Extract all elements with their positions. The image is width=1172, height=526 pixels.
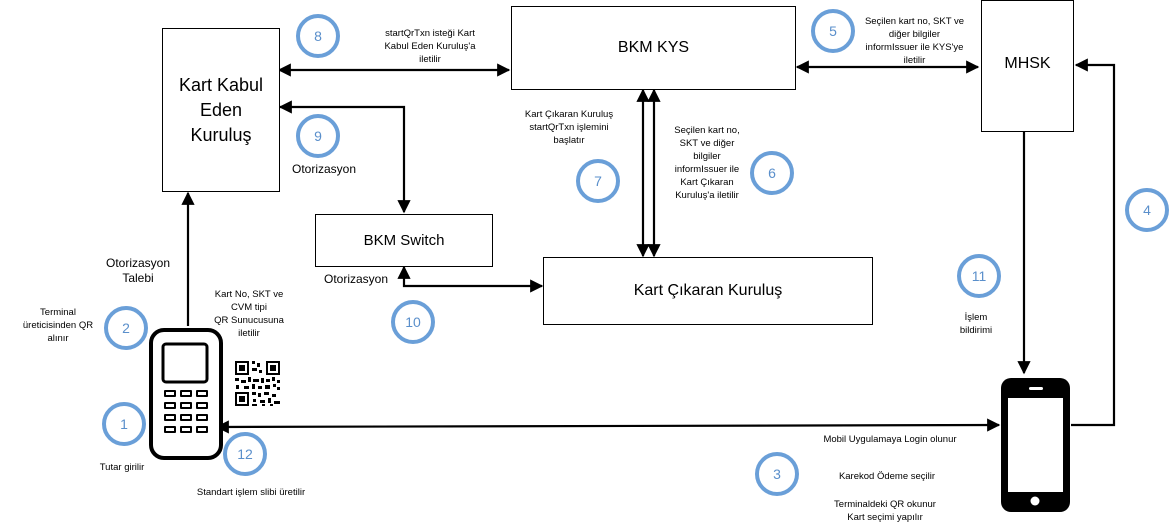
label-card-info: Kart No, SKT ve CVM tipi QR Sunucusuna i…: [214, 289, 284, 339]
label-step-3-login: Mobil Uygulamaya Login olunur: [823, 434, 957, 445]
arrow-terminal-phone: [215, 418, 1001, 434]
box-bkm-kys-label: BKM KYS: [617, 39, 690, 56]
label-step-1: Tutar girilir: [99, 462, 145, 473]
box-bkm-switch: BKM Switch: [315, 214, 493, 267]
box-mhsk-label: MHSK: [1004, 55, 1051, 72]
label-step-2: Terminal üreticisinden QR alınır: [22, 307, 94, 344]
step-badge-4: 4: [1125, 188, 1169, 232]
box-kart-kabul-label: Kart Kabul Eden Kuruluş: [178, 74, 264, 145]
box-kart-cikaran-label: Kart Çıkaran Kuruluş: [633, 282, 783, 299]
label-step-7: Kart Çıkaran Kuruluş startQrTxn işlemini…: [524, 109, 614, 146]
label-otorizasyon-talebi: Otorizasyon Talebi: [105, 256, 171, 285]
step-badge-8: 8: [296, 14, 340, 58]
step-badge-10: 10: [391, 300, 435, 344]
label-step-5: Seçilen kart no, SKT ve diğer bilgiler i…: [864, 16, 965, 66]
step-badge-1: 1: [102, 402, 146, 446]
smartphone-icon: [1001, 378, 1070, 512]
arrow-switch-kartkabul: [278, 100, 411, 214]
pos-terminal-icon: [149, 328, 223, 460]
label-step-3-karekod: Karekod Ödeme seçilir: [838, 471, 936, 482]
box-bkm-switch-label: BKM Switch: [363, 232, 445, 249]
box-kart-cikaran-kurulus: Kart Çıkaran Kuruluş: [543, 257, 873, 325]
arrow-phone-mhsk: [1071, 58, 1116, 427]
qr-code-icon: [235, 361, 280, 406]
step-badge-6: 6: [750, 151, 794, 195]
step-badge-9: 9: [296, 114, 340, 158]
label-step-11: İşlem bildirimi: [959, 312, 993, 336]
box-bkm-kys: BKM KYS: [511, 6, 796, 90]
label-step-3-qr: Terminaldeki QR okunur Kart seçimi yapıl…: [834, 499, 936, 523]
label-step-12: Standart işlem slibi üretilir: [196, 487, 306, 498]
step-badge-5: 5: [811, 9, 855, 53]
step-badge-12: 12: [223, 432, 267, 476]
label-otorizasyon-10: Otorizasyon: [323, 272, 389, 286]
step-badge-2: 2: [104, 306, 148, 350]
label-step-6: Seçilen kart no, SKT ve diğer bilgiler i…: [674, 125, 740, 201]
step-badge-3: 3: [755, 452, 799, 496]
box-kart-kabul-eden-kurulus: Kart Kabul Eden Kuruluş: [162, 28, 280, 192]
step-badge-7: 7: [576, 159, 620, 203]
arrow-switch-cikaran: [397, 265, 544, 293]
label-otorizasyon-9: Otorizasyon: [291, 162, 357, 176]
box-mhsk: MHSK: [981, 0, 1074, 132]
step-badge-11: 11: [957, 254, 1001, 298]
label-step-8: startQrTxn isteği Kart Kabul Eden Kurulu…: [384, 28, 476, 65]
